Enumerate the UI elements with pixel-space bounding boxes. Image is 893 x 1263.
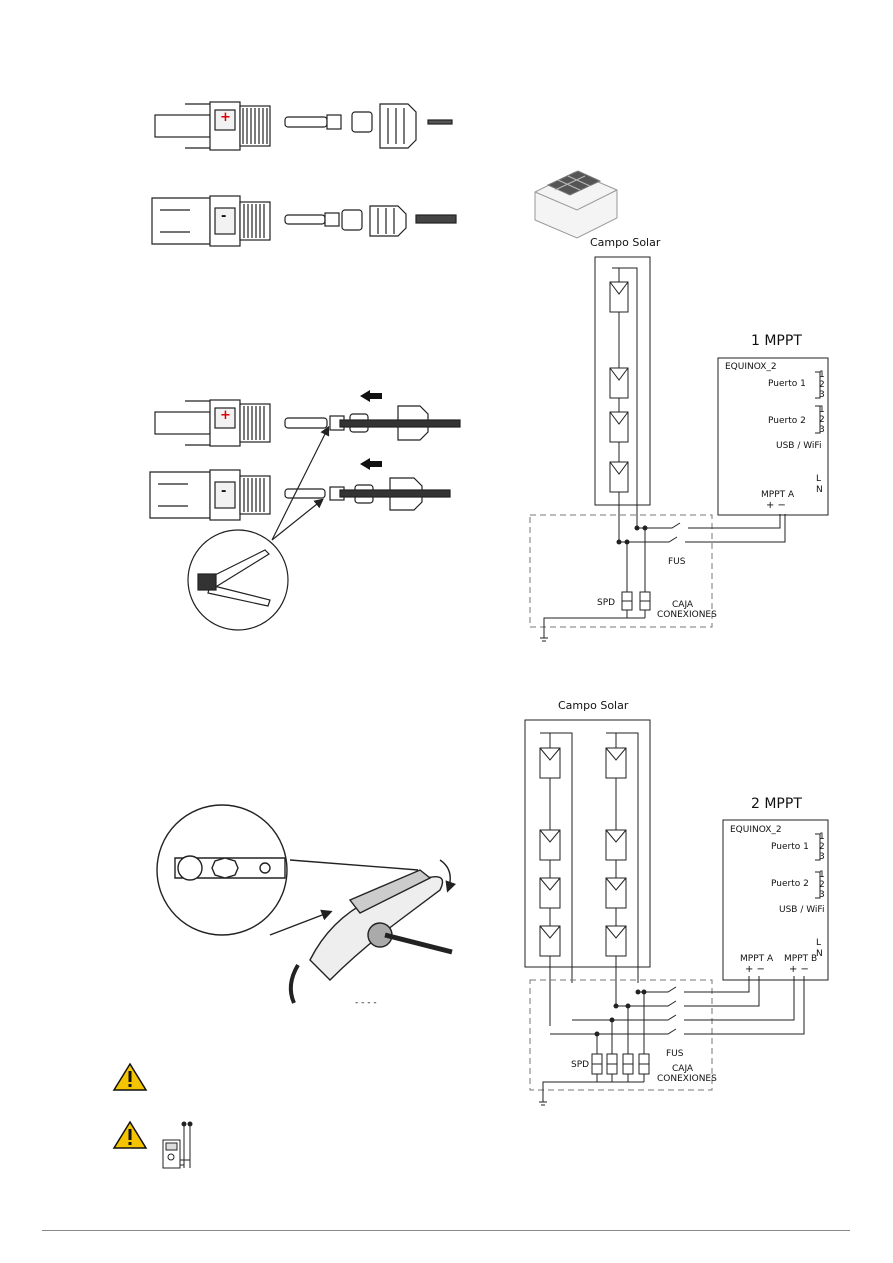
d1-usb: USB / WiFi <box>776 441 822 451</box>
diagram2-wiring <box>524 719 829 1106</box>
negative-symbol-crimp: - <box>221 484 227 499</box>
d1-n: N <box>816 485 823 495</box>
solar-house-icon <box>534 170 618 239</box>
male-connector-crimp <box>154 399 461 447</box>
d2-device-name: EQUINOX_2 <box>730 825 782 835</box>
d2-n: N <box>816 949 823 959</box>
d1-puerto2: Puerto 2 <box>768 416 806 426</box>
crimping-tool-icon <box>187 425 330 631</box>
warning-icon <box>112 1062 148 1091</box>
d2-puerto2: Puerto 2 <box>771 879 809 889</box>
warning-icon <box>112 1120 148 1149</box>
d1-l: L <box>816 474 822 484</box>
d1-conexiones: CONEXIONES <box>657 610 717 620</box>
d1-mppt-a-polarity: + − <box>766 500 786 511</box>
negative-symbol: - <box>221 209 227 224</box>
d2-mppt-b: MPPT B <box>784 954 818 964</box>
d2-caja: CAJA <box>672 1064 694 1074</box>
d1-fus: FUS <box>668 557 686 567</box>
d2-field-title: Campo Solar <box>558 699 629 712</box>
d1-caja: CAJA <box>672 600 694 610</box>
diagram1-wiring <box>529 256 829 642</box>
d2-mppt-a-polarity: + − <box>745 964 765 975</box>
d2-spd: SPD <box>571 1060 590 1070</box>
d2-mppt-a: MPPT A <box>740 954 774 964</box>
d2-usb: USB / WiFi <box>779 905 825 915</box>
positive-symbol: + <box>220 110 231 125</box>
positive-symbol-crimp: + <box>220 408 231 423</box>
d1-field-title: Campo Solar <box>590 236 661 249</box>
female-connector-exploded <box>151 195 457 247</box>
d2-l: L <box>816 938 822 948</box>
spanner-icon <box>156 804 457 1004</box>
female-connector-crimp <box>149 469 451 521</box>
multimeter-icon <box>162 1121 193 1169</box>
male-connector-exploded <box>154 101 453 151</box>
d1-spd: SPD <box>597 598 616 608</box>
d2-mppt-title: 2 MPPT <box>751 796 802 812</box>
d2-mppt-b-polarity: + − <box>789 964 809 975</box>
d2-fus: FUS <box>666 1049 684 1059</box>
push-arrows <box>360 390 382 470</box>
d2-conexiones: CONEXIONES <box>657 1074 717 1084</box>
d1-device-name: EQUINOX_2 <box>725 362 777 372</box>
d1-mppt-a: MPPT A <box>761 490 795 500</box>
spanner-dashes: - - - - <box>355 998 377 1008</box>
d1-puerto1: Puerto 1 <box>768 379 806 389</box>
footer-rule <box>42 1230 850 1231</box>
d2-puerto1: Puerto 1 <box>771 842 809 852</box>
d1-mppt-title: 1 MPPT <box>751 333 802 349</box>
